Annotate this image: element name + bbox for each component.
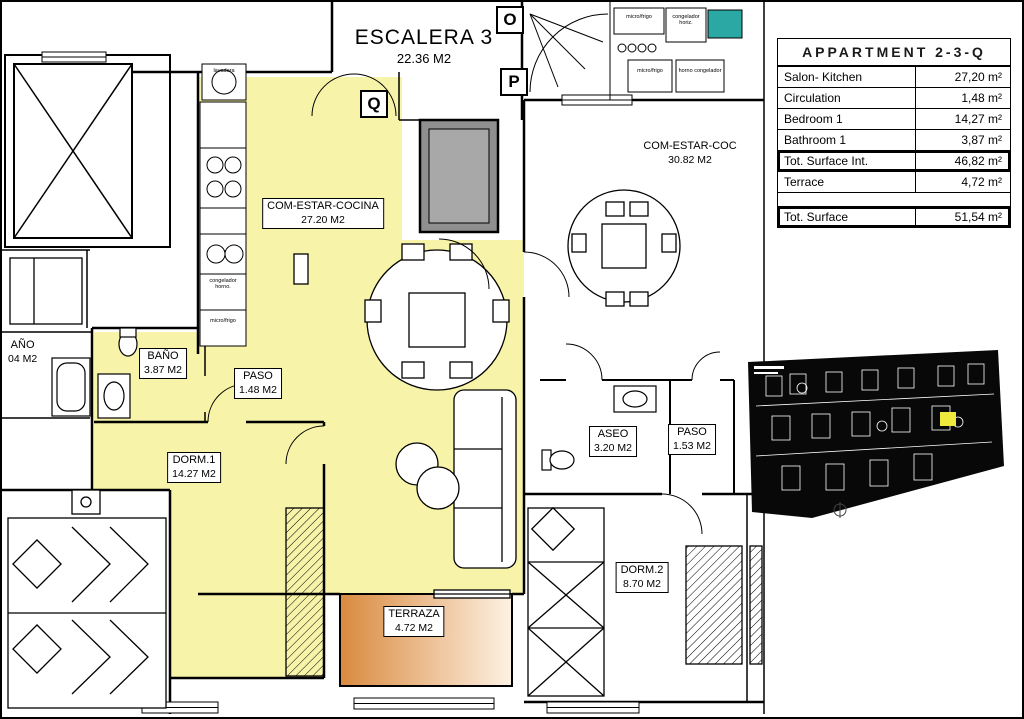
room-area: 14.27 M2: [172, 467, 216, 480]
room-name: PASO: [243, 370, 273, 382]
room-name: BAÑO: [147, 350, 179, 362]
table-row: Circulation 1,48 m²: [778, 87, 1010, 108]
door-arcs: [207, 73, 721, 535]
wardrobe-dorm2: [685, 545, 743, 665]
appliance-label-congelador-horno: congelador horno.: [209, 278, 237, 291]
bed-dorm2: [527, 507, 605, 697]
room-area: 22.36 M2: [396, 51, 452, 67]
room-name: DORM.1: [172, 454, 216, 466]
appliance-label-micro-frigo-kitchen: micro/frigo: [210, 318, 236, 324]
room-area: 04 M2: [8, 352, 38, 365]
wardrobe-dorm1: [285, 507, 325, 677]
table-row-total-interior: Tot. Surface Int. 46,82 m²: [778, 150, 1010, 171]
room-label-bano-partial: AÑO 04 M2: [4, 338, 41, 367]
room-area: 30.82 M2: [668, 153, 712, 166]
kitchen-fixtures: [199, 63, 247, 347]
appliance-label-congelador-horiz: congelador horiz.: [672, 14, 700, 27]
room-label-salon: COM-ESTAR-COCINA 27.20 M2: [262, 198, 384, 229]
room-name: ASEO: [597, 428, 629, 440]
aseo-toilet-icon: [549, 450, 575, 470]
room-label-dorm1: DORM.1 14.27 M2: [167, 452, 221, 483]
row-value: 3,87 m²: [961, 133, 1002, 147]
room-name: DORM.2: [620, 564, 664, 576]
row-value: 4,72 m²: [961, 175, 1002, 189]
room-label-paso1: PASO 1.48 M2: [234, 368, 282, 399]
room-label-bano: BAÑO 3.87 M2: [139, 348, 187, 379]
table-row: Terrace 4,72 m²: [778, 171, 1010, 192]
row-label: Bedroom 1: [778, 109, 916, 129]
room-name: TERRAZA: [388, 608, 440, 620]
room-area: 1.53 M2: [673, 439, 711, 452]
marker-q: Q: [360, 90, 388, 118]
stairs: [529, 13, 609, 93]
aseo-washbasin-icon: [613, 385, 657, 413]
washbasin-icon: [97, 373, 131, 419]
room-area: 4.72 M2: [395, 621, 433, 634]
furniture: [7, 189, 763, 709]
room-area: 27.20 M2: [301, 213, 345, 226]
appliance-label-lavadora: lavadora: [213, 68, 235, 74]
appliance-label-micro-frigo-2: micro/frigo: [637, 68, 663, 74]
bathtub-icon: [51, 357, 91, 417]
row-label: Bathroom 1: [778, 130, 916, 150]
row-label: Circulation: [778, 88, 916, 108]
room-area: 3.20 M2: [594, 441, 632, 454]
row-value: 14,27 m²: [954, 112, 1002, 126]
room-name: PASO: [677, 426, 707, 438]
row-label: Tot. Surface Int.: [778, 151, 916, 171]
room-label-aseo: ASEO 3.20 M2: [589, 426, 637, 457]
row-value: 51,54 m²: [954, 210, 1002, 224]
row-label: Terrace: [778, 172, 916, 192]
table-row: Bathroom 1 3,87 m²: [778, 129, 1010, 150]
marker-o: O: [496, 6, 524, 34]
table-row: Bedroom 1 14,27 m²: [778, 108, 1010, 129]
key-plan-unit-highlight: [940, 412, 956, 426]
table-spacer: [778, 192, 1010, 206]
hob-icon: [199, 147, 247, 209]
room-label-salon-right: COM-ESTAR-COC 30.82 M2: [639, 139, 740, 168]
row-value: 1,48 m²: [961, 91, 1002, 105]
row-value: 46,82 m²: [954, 154, 1002, 168]
teal-appliance-icon: [707, 9, 743, 39]
room-name: ESCALERA 3: [354, 26, 494, 49]
table-row-total-surface: Tot. Surface 51,54 m²: [778, 206, 1010, 227]
elevator-shaft: [418, 118, 500, 234]
room-name: COM-ESTAR-COC: [643, 140, 737, 152]
room-area: 1.48 M2: [239, 383, 277, 396]
sofa: [453, 389, 517, 569]
room-name: COM-ESTAR-COCINA: [267, 200, 379, 212]
table-row: Salon- Kitchen 27,20 m²: [778, 66, 1010, 87]
appliance-label-horno-congelador: horno congelador: [678, 68, 722, 74]
room-label-terraza: TERRAZA 4.72 M2: [383, 606, 445, 637]
room-area: 3.87 M2: [144, 363, 182, 376]
room-label-escalera: ESCALERA 3 22.36 M2: [351, 24, 497, 69]
key-plan: [748, 350, 1004, 518]
room-name: AÑO: [10, 339, 35, 351]
room-area: 8.70 M2: [623, 577, 661, 590]
room-label-paso2: PASO 1.53 M2: [668, 424, 716, 455]
appliance-label-micro-frigo-1: micro/frigo: [626, 14, 652, 20]
washing-machine-icon: [211, 69, 237, 95]
appliance-boxes: [609, 2, 743, 100]
row-label: Tot. Surface: [778, 207, 916, 227]
surface-table: APPARTMENT 2-3-Q Salon- Kitchen 27,20 m²…: [777, 38, 1011, 228]
surface-table-title: APPARTMENT 2-3-Q: [778, 39, 1010, 66]
row-value: 27,20 m²: [954, 70, 1002, 84]
bathroom-fixtures: [51, 327, 657, 471]
row-label: Salon- Kitchen: [778, 67, 916, 87]
marker-p: P: [500, 68, 528, 96]
room-label-dorm2: DORM.2 8.70 M2: [615, 562, 669, 593]
sink-icon: [199, 233, 247, 275]
